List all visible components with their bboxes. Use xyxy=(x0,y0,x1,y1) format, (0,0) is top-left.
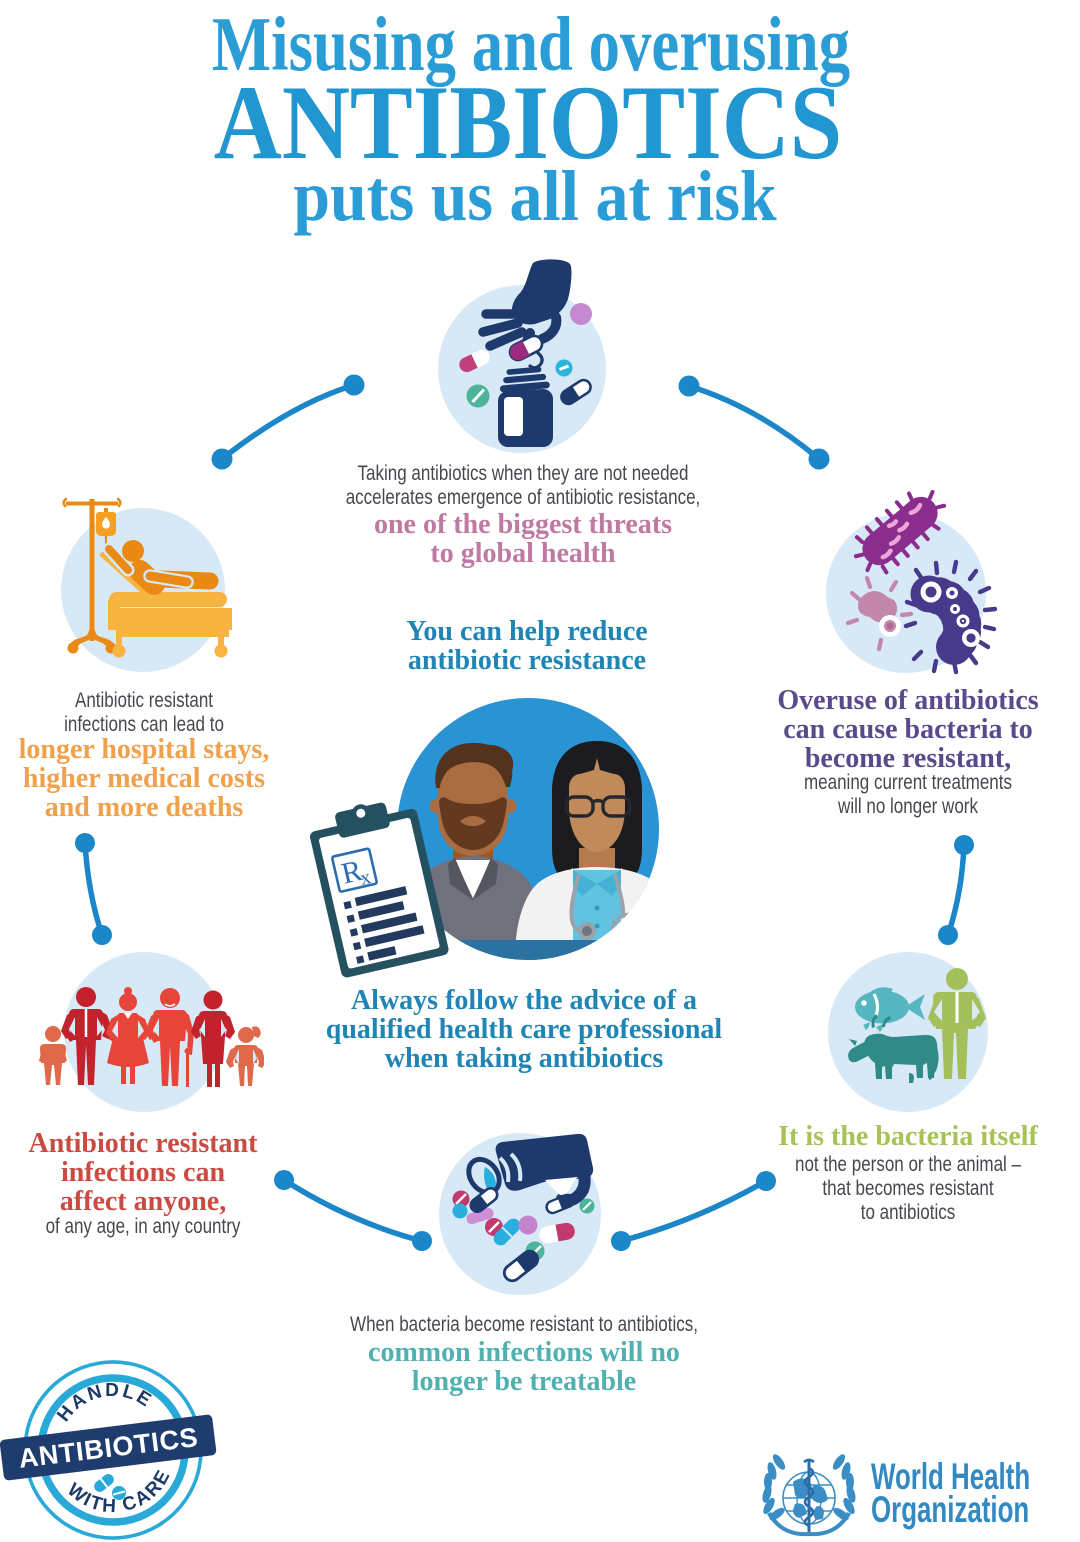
svg-text:World Health: World Health xyxy=(871,1455,1030,1497)
svg-text:Organization: Organization xyxy=(871,1488,1029,1530)
svg-text:x: x xyxy=(358,866,373,890)
